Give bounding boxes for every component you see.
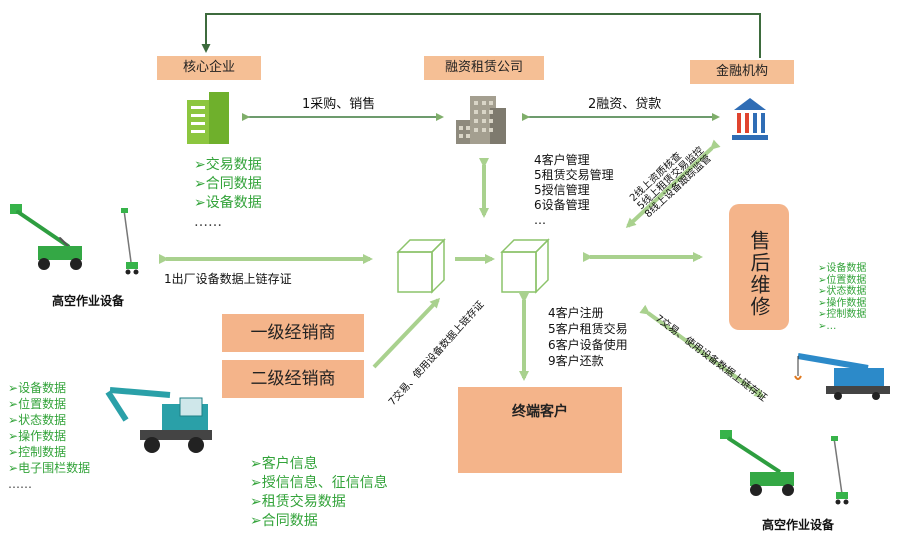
list-item: ➢… (818, 320, 837, 332)
finance-cube-arrow (625, 139, 721, 229)
core-enterprise-label: 核心企业 (157, 56, 261, 80)
aerial-platform-left (10, 204, 82, 270)
dealer-level2-box: 二级经销商 (222, 360, 364, 398)
left-cube (396, 238, 446, 294)
excavator (105, 387, 212, 453)
list-item: 9客户还款 (548, 354, 604, 368)
list-item: ➢操作数据 (8, 429, 67, 443)
list-item: ➢合同数据 (250, 513, 318, 529)
list-item: ➢设备数据 (8, 381, 67, 395)
equipment-right-label: 高空作业设备 (762, 518, 835, 532)
dealer-cube-arrow (372, 297, 441, 369)
list-item: 5租赁交易管理 (534, 168, 614, 182)
bank-icon (732, 98, 768, 140)
list-item: ➢位置数据 (8, 397, 67, 411)
crane-truck (794, 353, 890, 400)
list-item: ➢租赁交易数据 (250, 494, 346, 510)
list-item: ➢控制数据 (818, 309, 867, 320)
building-icon (187, 92, 229, 144)
list-item: ➢操作数据 (818, 297, 867, 309)
list-item: … (534, 213, 546, 227)
list-item: ➢状态数据 (8, 413, 67, 427)
list-item: ➢电子围栏数据 (8, 461, 91, 475)
list-item: ➢交易数据 (194, 157, 262, 173)
leasing-management-list: 4客户管理 5租赁交易管理 5授信管理 6设备管理 … (534, 153, 614, 228)
list-item: 5客户租赁交易 (548, 322, 628, 336)
aerial-platform-left-small (121, 208, 139, 275)
list-item: 5授信管理 (534, 183, 590, 197)
list-item: ➢授信信息、征信信息 (250, 475, 388, 491)
list-item: ➢客户信息 (250, 456, 318, 472)
aerial-platform-right (720, 430, 794, 496)
core-data-list: ➢交易数据 ➢合同数据 ➢设备数据 …… (194, 156, 262, 232)
terminal-customer-box: 终端客户 (458, 387, 622, 473)
list-item: ➢位置数据 (818, 274, 867, 286)
aerial-platform-right-small (831, 436, 849, 505)
cube-right-equip-arrow (639, 304, 765, 398)
customer-data-list: ➢客户信息 ➢授信信息、征信信息 ➢租赁交易数据 ➢合同数据 (250, 455, 388, 531)
list-item: ➢控制数据 (8, 445, 67, 459)
customer-flow-list: 4客户注册 5客户租赁交易 6客户设备使用 9客户还款 (548, 305, 628, 369)
crane-data-list: ➢设备数据 ➢位置数据 ➢状态数据 ➢操作数据 ➢控制数据 ➢… (818, 263, 866, 332)
excavator-data-list: ➢设备数据 ➢位置数据 ➢状态数据 ➢操作数据 ➢控制数据 ➢电子围栏数据 …… (8, 380, 90, 492)
leasing-finance-label: 2融资、贷款 (588, 97, 662, 112)
office-tower-icon (456, 96, 506, 144)
dealer-level1-box: 一级经销商 (222, 314, 364, 352)
leasing-company-label: 融资租赁公司 (424, 56, 544, 80)
finance-to-core-line (201, 13, 761, 58)
list-item: 6设备管理 (534, 198, 590, 212)
list-item: ➢合同数据 (194, 176, 262, 192)
list-item: 6客户设备使用 (548, 338, 628, 352)
list-item: ➢状态数据 (818, 286, 867, 297)
core-leasing-label: 1采购、销售 (302, 97, 376, 112)
center-cube (500, 238, 550, 294)
list-item: …… (194, 214, 222, 230)
financial-institution-label: 金融机构 (690, 60, 794, 84)
factory-chain-label: 1出厂设备数据上链存证 (164, 272, 292, 286)
list-item: ➢设备数据 (194, 195, 262, 211)
equipment-left-label: 高空作业设备 (52, 294, 125, 308)
list-item: ➢设备数据 (818, 263, 867, 274)
list-item: 4客户管理 (534, 153, 590, 167)
list-item: 4客户注册 (548, 306, 604, 320)
aftersales-box: 售后维修 (729, 204, 789, 330)
list-item: …… (8, 477, 32, 491)
terminal-customer-label: 终端客户 (512, 404, 568, 420)
